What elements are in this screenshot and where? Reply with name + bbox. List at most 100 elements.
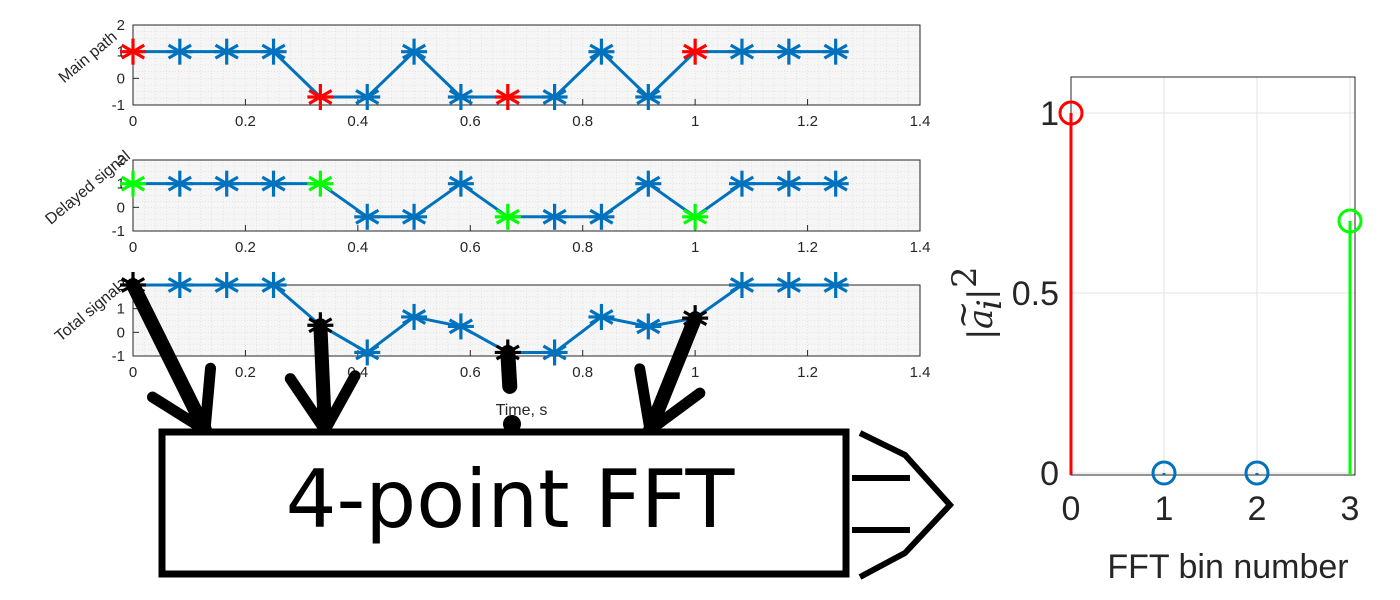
arrow-head-stroke	[644, 387, 706, 436]
arrow-head-stroke	[634, 363, 656, 436]
sample-marker	[775, 170, 802, 197]
sample-marker	[728, 170, 755, 197]
highlight-sample-marker	[120, 38, 146, 65]
x-tick-label: 1	[691, 239, 699, 256]
sample-arrow	[126, 278, 217, 437]
arrow-shaft	[500, 344, 518, 394]
fft-x-axis-label: FFT bin number	[1107, 548, 1348, 586]
y-tick-label: 1	[117, 301, 125, 318]
x-tick-label: 0.4	[347, 113, 368, 130]
y-tick-label: -1	[112, 348, 125, 365]
sample-arrow	[634, 311, 706, 437]
highlight-sample-marker	[120, 170, 146, 197]
highlight-sample-marker	[682, 203, 709, 230]
sample-marker	[401, 203, 428, 230]
x-tick-label: 0	[129, 239, 137, 256]
sample-marker	[166, 170, 193, 197]
sample-marker	[635, 313, 662, 340]
sample-marker	[260, 38, 287, 65]
sample-marker	[635, 170, 662, 197]
fft-ylabel-bar-right: |	[961, 289, 1001, 300]
highlight-sample-marker	[307, 170, 334, 197]
arrow-head-stroke	[146, 391, 211, 436]
sample-marker	[213, 170, 240, 197]
x-tick-label: 1.4	[910, 364, 931, 381]
sample-marker	[447, 84, 474, 110]
x-tick-label: 0.2	[235, 113, 256, 130]
fft-ylabel-base: a	[961, 309, 1001, 329]
sample-marker	[588, 203, 615, 230]
sample-marker	[588, 303, 615, 330]
fft-y-tick-label: 0.5	[1012, 275, 1059, 313]
y-axis-label: Main path	[56, 28, 121, 86]
x-tick-label: 0.6	[460, 239, 481, 256]
sample-marker	[822, 170, 849, 197]
fft-x-tick-label: 0	[1062, 490, 1081, 528]
x-tick-label: 1.2	[797, 239, 818, 256]
x-tick-label: 0.8	[572, 113, 593, 130]
fft-ylabel: | ~ a i | 2	[943, 266, 1010, 340]
x-tick-label: 0.8	[572, 364, 593, 381]
y-tick-label: 2	[117, 152, 125, 169]
highlight-sample-marker	[307, 84, 334, 110]
sample-arrow	[500, 344, 521, 433]
arrow-head-stroke	[319, 370, 361, 436]
x-tick-label: 1.2	[797, 364, 818, 381]
fft-stem-marker	[1058, 100, 1084, 126]
x-tick-label: 0.6	[460, 113, 481, 130]
sample-marker	[166, 38, 193, 65]
series-line	[133, 49, 836, 100]
axes-frame	[132, 24, 921, 106]
fft-plot-area	[1071, 77, 1355, 475]
x-tick-label: 1	[691, 364, 699, 381]
sample-marker	[541, 84, 568, 110]
fft-ylabel-sup: 2	[945, 266, 985, 288]
sample-marker	[447, 170, 474, 197]
x-tick-label: 0.2	[235, 239, 256, 256]
arrow-head-stroke	[199, 362, 217, 436]
x-tick-label: 0.8	[572, 239, 593, 256]
sample-marker	[354, 339, 381, 366]
fft-box	[158, 428, 850, 578]
fft-ylabel-sub: i	[970, 299, 1010, 310]
fft-y-tick-label: 0	[1040, 455, 1059, 493]
sample-marker	[447, 313, 474, 340]
output-arrow-outline	[858, 430, 955, 580]
highlight-sample-marker	[682, 38, 709, 65]
y-tick-label: -1	[112, 97, 125, 114]
sample-arrow	[284, 318, 361, 437]
sample-marker	[401, 38, 428, 65]
sample-marker	[775, 272, 802, 298]
sample-marker	[401, 303, 428, 330]
x-axis-label: Time, s	[496, 402, 548, 419]
sample-marker	[541, 203, 568, 230]
sample-marker	[213, 272, 240, 298]
y-tick-label: 0	[117, 70, 125, 87]
y-tick-label: -1	[112, 223, 125, 240]
sample-marker	[354, 84, 381, 110]
highlight-sample-marker	[494, 84, 521, 110]
sample-marker	[260, 272, 287, 298]
sample-marker	[822, 272, 849, 298]
y-axis-label: Total signal	[52, 281, 124, 345]
x-tick-label: 0	[129, 113, 137, 130]
x-tick-label: 1	[691, 113, 699, 130]
y-tick-label: 0	[117, 324, 125, 341]
fft-x-tick-label: 2	[1248, 490, 1267, 528]
highlight-sample-marker	[494, 203, 521, 230]
fft-x-tick-label: 1	[1155, 490, 1174, 528]
x-tick-label: 0.4	[347, 239, 368, 256]
fft-stem-marker	[1151, 460, 1177, 486]
fft-y-tick-label: 1	[1040, 95, 1059, 133]
fft-box-label: 4-point FFT	[286, 453, 736, 546]
axes-frame	[132, 284, 921, 357]
series-line	[133, 181, 836, 219]
fft-stem-marker	[1337, 208, 1363, 234]
sample-marker	[728, 38, 755, 65]
output-arrow	[852, 430, 955, 580]
